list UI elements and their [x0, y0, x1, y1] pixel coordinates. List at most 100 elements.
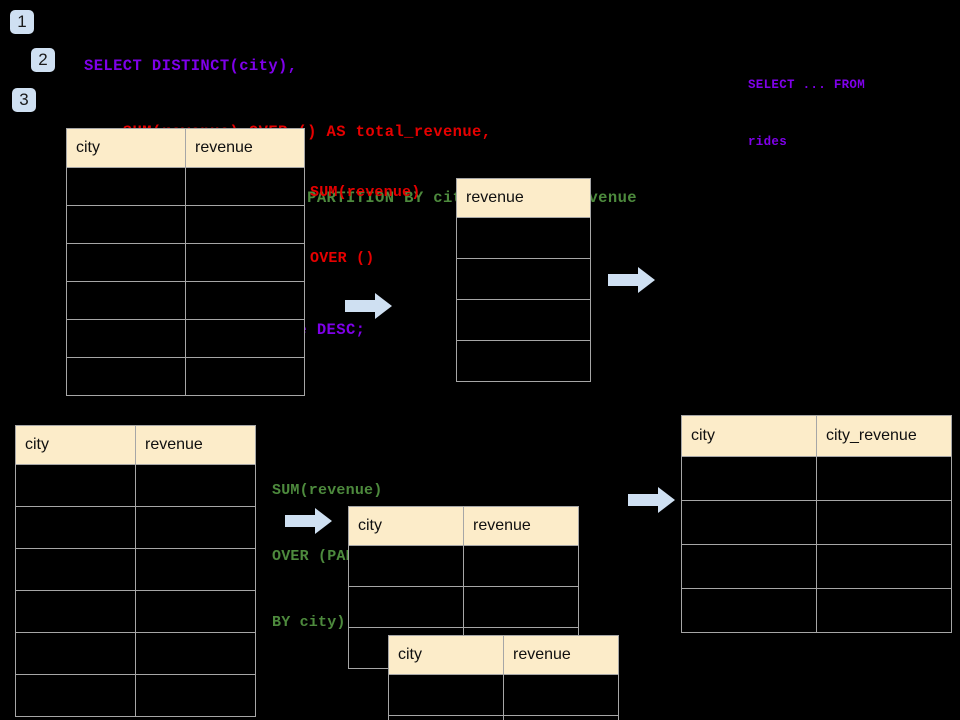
table-cell-city: [681, 500, 817, 545]
table-row: [681, 500, 952, 545]
table-cell-revenue: [456, 299, 591, 341]
table-cell-city: [66, 167, 186, 206]
step-badge-2: 2: [31, 48, 55, 72]
table-row: [15, 632, 256, 675]
table-cell-revenue: [463, 545, 579, 587]
table-cell-revenue: [185, 319, 305, 358]
table-row: [348, 586, 579, 628]
column-header-revenue: revenue: [185, 128, 305, 168]
column-header-city: city: [681, 415, 817, 457]
table-cell-city: [66, 357, 186, 396]
table-row: [15, 464, 256, 507]
table-header-row: city city_revenue: [681, 415, 952, 457]
table-cell-revenue: [503, 715, 619, 720]
table-cell-revenue: [185, 281, 305, 320]
table-cell-revenue: [135, 506, 256, 549]
column-header-revenue: revenue: [463, 506, 579, 546]
table-cell-revenue: [185, 205, 305, 244]
table-cell-revenue: [185, 167, 305, 206]
table-cell-city: [15, 632, 136, 675]
right-arrow-icon: [345, 293, 392, 319]
table-cell-city: [15, 548, 136, 591]
table-row: [456, 258, 591, 300]
table-cell-city: [388, 674, 504, 716]
table-header-row: city revenue: [15, 425, 256, 465]
table-cell-city: [66, 281, 186, 320]
table-cell-revenue: [135, 464, 256, 507]
table-cell-city-revenue: [816, 500, 952, 545]
table-header-row: revenue: [456, 178, 591, 218]
table-row: [66, 243, 305, 282]
annotation-city-revenue-line-1: SUM(revenue): [272, 482, 383, 499]
arrow-partition-to-result: [628, 485, 676, 515]
table-cell-city: [15, 506, 136, 549]
rides-source-table: city revenue: [66, 128, 305, 396]
table-cell-city: [388, 715, 504, 720]
right-arrow-icon: [628, 487, 675, 513]
table-cell-city: [66, 319, 186, 358]
table-cell-city: [681, 544, 817, 589]
table-row: [388, 715, 619, 720]
table-cell-revenue: [456, 217, 591, 259]
table-cell-city: [348, 586, 464, 628]
table-cell-revenue: [135, 632, 256, 675]
table-row: [388, 674, 619, 716]
annotation-total-revenue: SUM(revenue) OVER (): [310, 138, 420, 314]
table-row: [348, 545, 579, 587]
side-note-line-2: rides: [748, 135, 788, 149]
table-row: [456, 299, 591, 341]
table-cell-city: [681, 588, 817, 633]
table-cell-city: [15, 464, 136, 507]
table-cell-revenue: [185, 357, 305, 396]
column-header-revenue: revenue: [135, 425, 256, 465]
column-header-revenue: revenue: [456, 178, 591, 218]
table-cell-city-revenue: [816, 588, 952, 633]
right-arrow-icon: [285, 508, 332, 534]
table-row: [66, 319, 305, 358]
arrow-source-to-total: [345, 291, 393, 321]
table-row: [456, 340, 591, 382]
table-cell-revenue: [456, 340, 591, 382]
column-header-revenue: revenue: [503, 635, 619, 675]
table-cell-city: [15, 674, 136, 717]
result-table: city city_revenue: [681, 415, 952, 633]
table-cell-city: [681, 456, 817, 501]
total-revenue-table: revenue: [456, 178, 591, 382]
column-header-city: city: [388, 635, 504, 675]
table-cell-revenue: [463, 586, 579, 628]
table-cell-city-revenue: [816, 456, 952, 501]
side-note-select-from: SELECT ... FROM rides: [748, 38, 865, 190]
table-cell-revenue: [503, 674, 619, 716]
table-row: [681, 544, 952, 589]
table-row: [681, 456, 952, 501]
table-cell-city: [348, 545, 464, 587]
column-header-city: city: [66, 128, 186, 168]
table-row: [681, 588, 952, 633]
table-cell-revenue: [185, 243, 305, 282]
table-row: [66, 167, 305, 206]
table-row: [456, 217, 591, 259]
table-cell-city-revenue: [816, 544, 952, 589]
side-note-line-1: SELECT ... FROM: [748, 78, 866, 92]
table-cell-city: [66, 243, 186, 282]
column-header-city: city: [15, 425, 136, 465]
column-header-city: city: [348, 506, 464, 546]
table-row: [15, 674, 256, 717]
arrow-total-to-result: [608, 265, 656, 295]
table-cell-revenue: [135, 674, 256, 717]
annotation-total-revenue-line-2: OVER (): [310, 250, 375, 267]
table-cell-revenue: [456, 258, 591, 300]
rides-source-table-2: city revenue: [15, 425, 256, 717]
partition-group-table-front: city revenue: [388, 635, 619, 720]
annotation-city-revenue-line-3: BY city): [272, 614, 346, 631]
table-cell-city: [66, 205, 186, 244]
column-header-city-revenue: city_revenue: [816, 415, 952, 457]
right-arrow-icon: [608, 267, 655, 293]
table-row: [66, 205, 305, 244]
sql-line-select: SELECT DISTINCT(city),: [84, 57, 298, 75]
table-cell-city: [15, 590, 136, 633]
table-cell-revenue: [135, 548, 256, 591]
table-row: [66, 357, 305, 396]
step-badge-1: 1: [10, 10, 34, 34]
